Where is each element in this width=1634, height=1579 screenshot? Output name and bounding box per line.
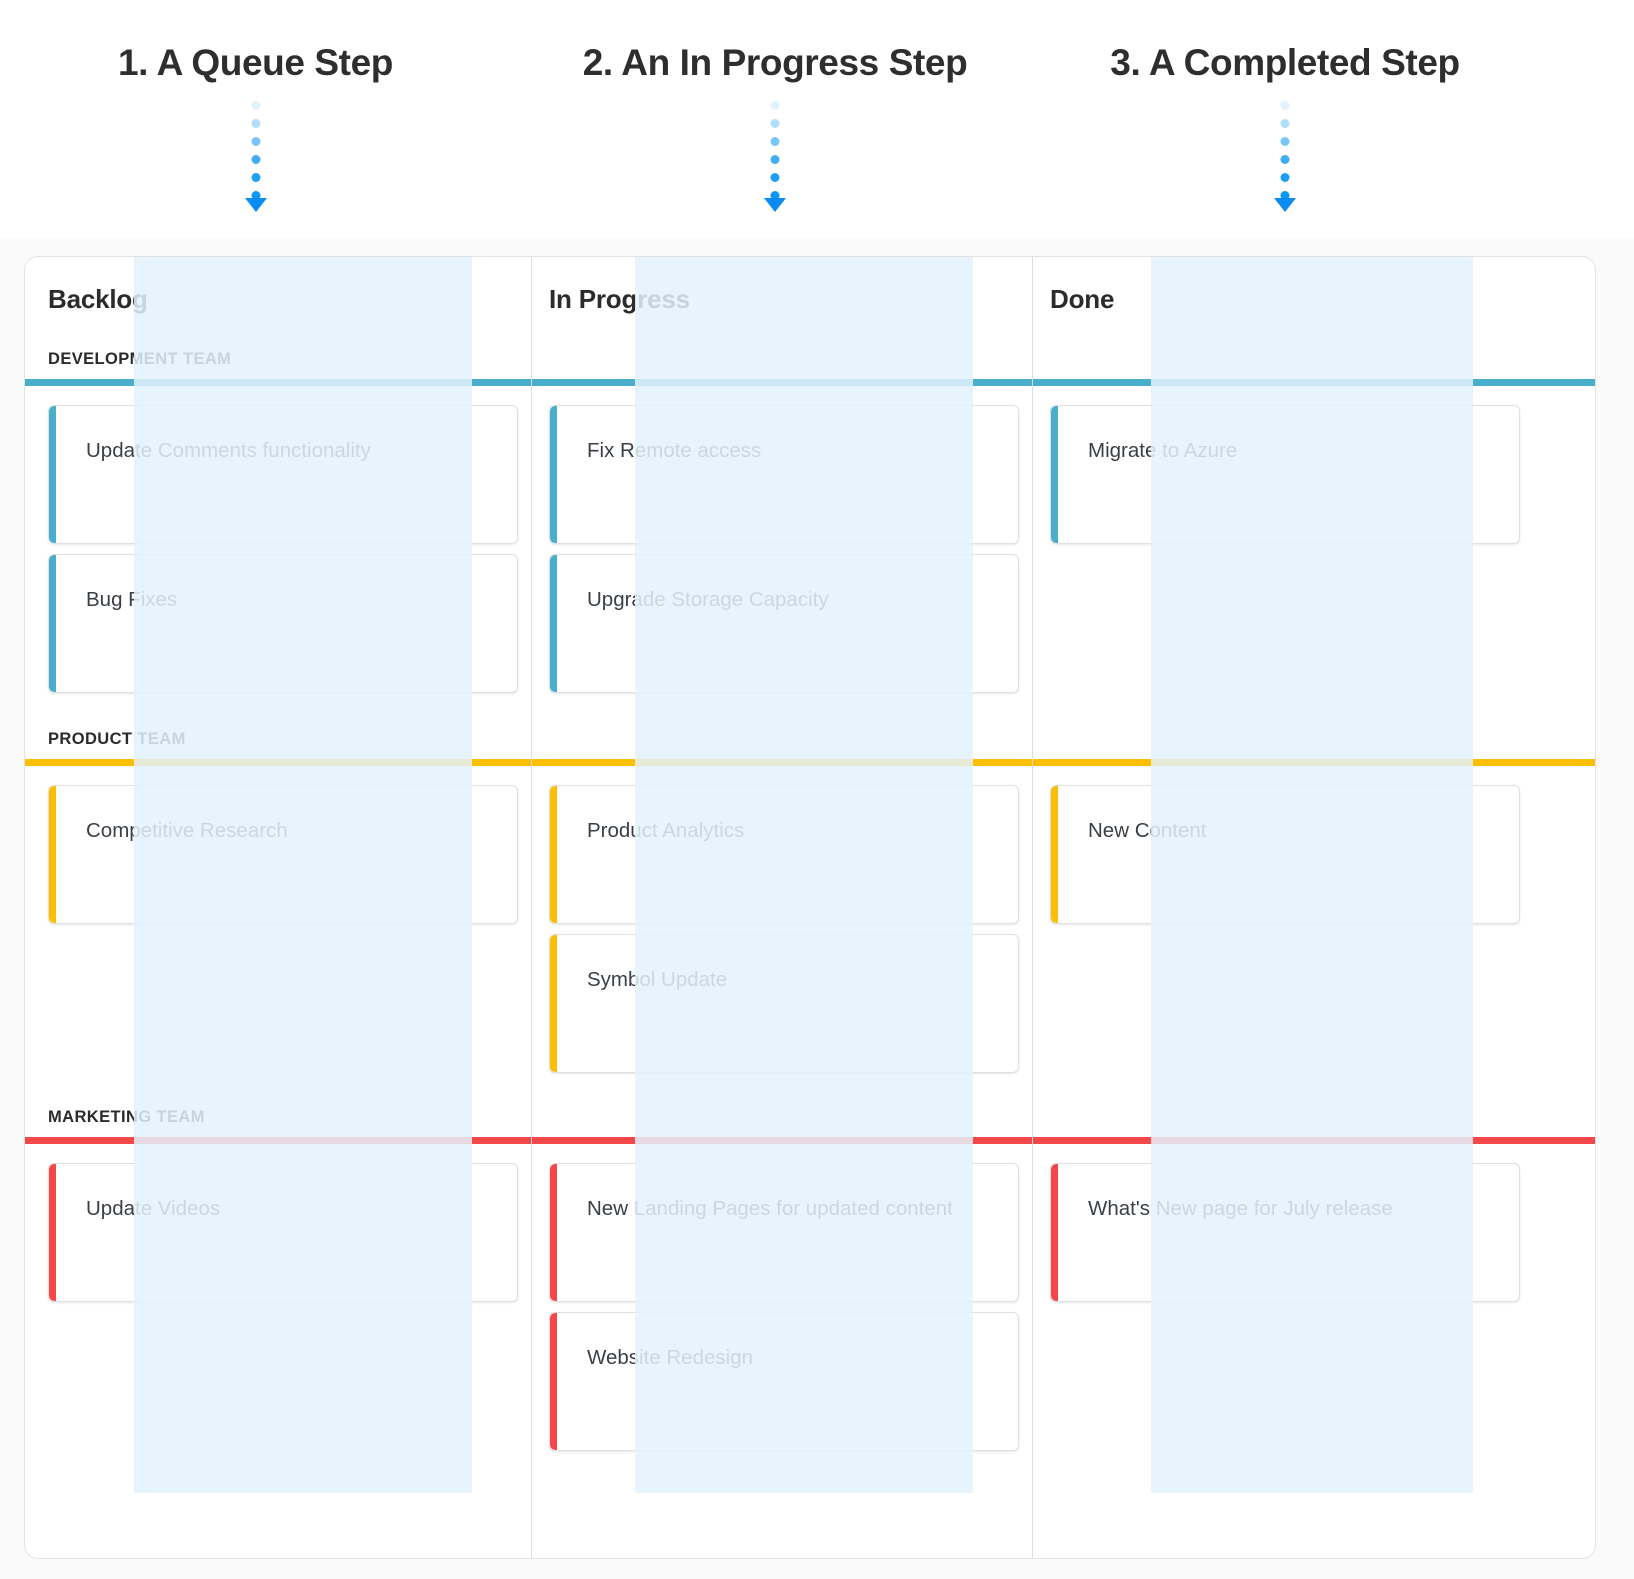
column-header-backlog: Backlog: [48, 284, 148, 314]
card-color-bar: [550, 786, 557, 923]
card-color-bar: [1051, 406, 1058, 543]
dot-3: [770, 137, 780, 146]
step-1-arrow: [0, 101, 511, 221]
process-step-3: 3. A Completed Step: [1040, 0, 1530, 221]
column-header-done: Done: [1050, 284, 1115, 314]
kanban-board: Backlog In Progress Done DEVELOPMENT TEA…: [24, 256, 1596, 1559]
card-color-bar: [49, 555, 56, 692]
dot-3: [251, 137, 260, 146]
process-steps-row: 1. A Queue Step 2. An In Progress Step: [0, 0, 1634, 238]
dot-1: [1280, 101, 1290, 110]
dot-6: [770, 191, 780, 200]
step-3-title: 3. A Completed Step: [1110, 42, 1460, 83]
down-arrow-icon: [244, 198, 267, 212]
card-color-bar: [49, 406, 56, 543]
dot-3: [1280, 137, 1290, 146]
highlight-band-in-progress: [635, 257, 973, 1493]
card-color-bar: [550, 1164, 557, 1301]
dot-1: [770, 101, 780, 110]
dot-4: [251, 155, 260, 164]
dotted-line-icon: [1280, 101, 1290, 209]
dot-2: [1280, 119, 1290, 128]
card-color-bar: [1051, 786, 1058, 923]
highlight-band-backlog: [134, 257, 472, 1493]
dot-6: [1280, 191, 1290, 200]
dot-1: [251, 101, 260, 110]
down-arrow-icon: [1274, 198, 1296, 212]
card-color-bar: [49, 786, 56, 923]
dot-6: [251, 191, 260, 200]
dot-4: [1280, 155, 1290, 164]
card-color-bar: [550, 406, 557, 543]
card-color-bar: [550, 935, 557, 1072]
process-step-2: 2. An In Progress Step: [520, 0, 1030, 221]
highlight-band-done: [1151, 257, 1473, 1493]
dot-5: [770, 173, 780, 182]
step-3-arrow: [1040, 101, 1530, 221]
card-color-bar: [550, 555, 557, 692]
dot-5: [1280, 173, 1290, 182]
card-color-bar: [550, 1313, 557, 1450]
dot-5: [251, 173, 260, 182]
dot-2: [770, 119, 780, 128]
step-1-title: 1. A Queue Step: [118, 42, 393, 83]
column-divider-2: [1032, 257, 1033, 1558]
down-arrow-icon: [764, 198, 786, 212]
step-2-arrow: [520, 101, 1030, 221]
board-content: Backlog In Progress Done DEVELOPMENT TEA…: [25, 257, 1595, 1558]
step-2-title: 2. An In Progress Step: [582, 42, 968, 83]
dotted-line-icon: [251, 101, 260, 209]
column-divider-1: [531, 257, 532, 1558]
dotted-line-icon: [770, 101, 780, 209]
dot-4: [770, 155, 780, 164]
card-color-bar: [1051, 1164, 1058, 1301]
process-step-1: 1. A Queue Step: [0, 0, 511, 221]
card-color-bar: [49, 1164, 56, 1301]
dot-2: [251, 119, 260, 128]
